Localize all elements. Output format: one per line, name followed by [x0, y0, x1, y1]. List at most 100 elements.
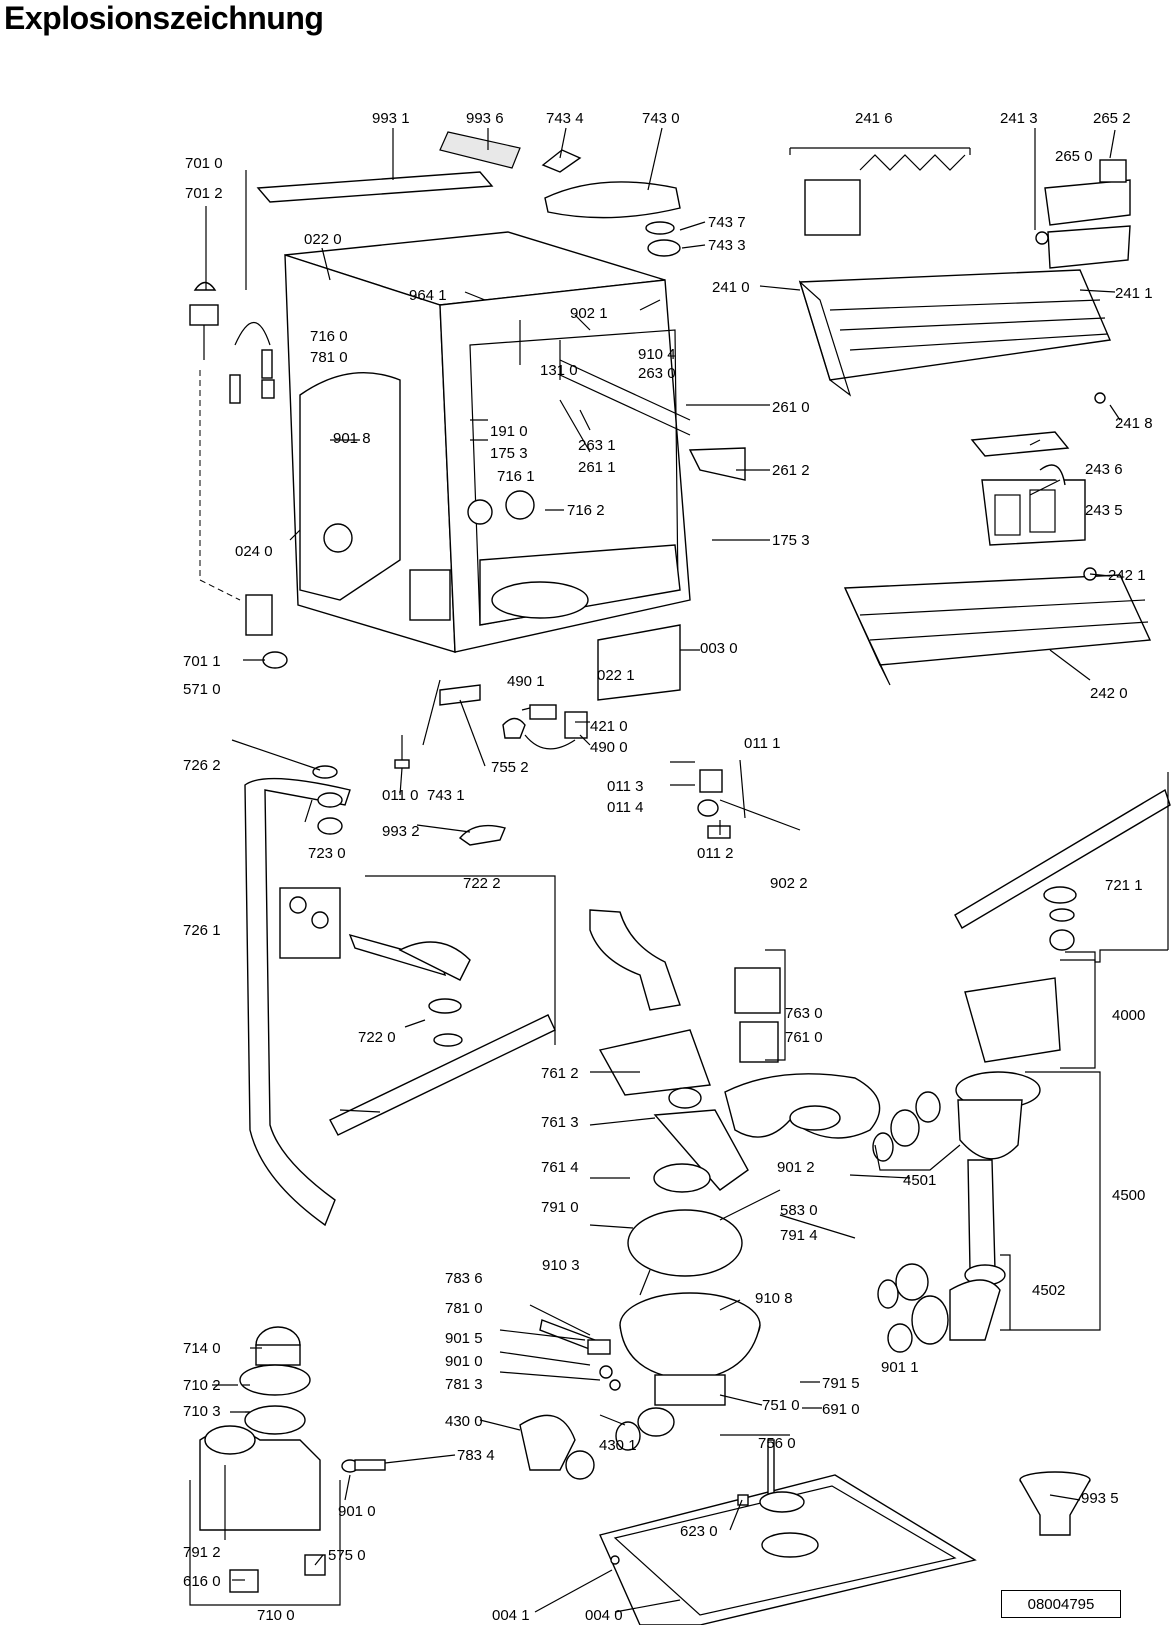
part-label: 783 6 — [445, 1270, 483, 1287]
page-title: Explosionszeichnung — [4, 0, 324, 36]
part-label: 716 0 — [310, 328, 348, 345]
part-label: 761 4 — [541, 1159, 579, 1176]
part-label: 781 0 — [445, 1300, 483, 1317]
part-label: 242 0 — [1090, 685, 1128, 702]
water-softener — [199, 1326, 386, 1593]
part-label: 004 1 — [492, 1607, 530, 1624]
part-label: 791 0 — [541, 1199, 579, 1216]
part-label: 175 3 — [772, 532, 810, 549]
part-label: 714 0 — [183, 1340, 221, 1357]
part-label: 024 0 — [235, 543, 273, 560]
part-label: 743 7 — [708, 214, 746, 231]
part-label: 175 3 — [490, 445, 528, 462]
part-label: 781 0 — [310, 349, 348, 366]
cutlery-basket — [970, 431, 1086, 546]
part-label: 716 2 — [567, 502, 605, 519]
part-label: 241 6 — [855, 110, 893, 127]
part-label: 743 1 — [427, 787, 465, 804]
part-label: 910 4 — [638, 346, 676, 363]
fasteners — [394, 704, 801, 846]
part-label: 716 1 — [497, 468, 535, 485]
lower-spray-arm — [329, 933, 556, 1136]
part-label: 901 5 — [445, 1330, 483, 1347]
part-label: 265 2 — [1093, 110, 1131, 127]
part-label: 243 6 — [1085, 461, 1123, 478]
part-label: 743 0 — [642, 110, 680, 127]
part-label: 710 0 — [257, 1607, 295, 1624]
part-label: 743 4 — [546, 110, 584, 127]
part-label: 901 1 — [881, 1359, 919, 1376]
part-label: 763 0 — [785, 1005, 823, 1022]
part-label: 263 1 — [578, 437, 616, 454]
part-label: 761 2 — [541, 1065, 579, 1082]
part-label: 004 0 — [585, 1607, 623, 1624]
part-label: 430 1 — [599, 1437, 637, 1454]
part-label: 022 0 — [304, 231, 342, 248]
part-label: 721 1 — [1105, 877, 1143, 894]
part-label: 901 0 — [445, 1353, 483, 1370]
upper-basket — [798, 154, 1131, 404]
part-label: 430 0 — [445, 1413, 483, 1430]
part-label: 616 0 — [183, 1573, 221, 1590]
part-label: 901 2 — [777, 1159, 815, 1176]
part-label: 756 0 — [758, 1435, 796, 1452]
part-label: 191 0 — [490, 423, 528, 440]
part-label: 022 1 — [597, 667, 635, 684]
part-label: 791 4 — [780, 1227, 818, 1244]
part-label: 710 3 — [183, 1403, 221, 1420]
part-label: 263 0 — [638, 365, 676, 382]
part-label: 261 2 — [772, 462, 810, 479]
part-label: 241 0 — [712, 279, 750, 296]
part-label: 011 1 — [744, 735, 780, 752]
part-label: 993 6 — [466, 110, 504, 127]
part-label: 993 1 — [372, 110, 410, 127]
part-label: 791 5 — [822, 1375, 860, 1392]
pump-motor — [872, 977, 1061, 1353]
part-label: 743 3 — [708, 237, 746, 254]
filter-assembly — [589, 909, 881, 1277]
part-label: 722 2 — [463, 875, 501, 892]
part-labels: 993 1 993 6 743 4 743 0 241 6 241 3 265 … — [183, 110, 1153, 1624]
part-label: 575 0 — [328, 1547, 366, 1564]
part-label: 490 1 — [507, 673, 545, 690]
part-label: 4501 — [903, 1172, 936, 1189]
part-label: 701 1 — [183, 653, 221, 670]
part-label: 011 0 — [382, 787, 418, 804]
part-label: 131 0 — [540, 362, 578, 379]
part-label: 583 0 — [780, 1202, 818, 1219]
part-label: 421 0 — [590, 718, 628, 735]
part-label: 241 1 — [1115, 285, 1153, 302]
part-label: 623 0 — [680, 1523, 718, 1540]
part-label: 241 3 — [1000, 110, 1038, 127]
sump-assembly — [519, 1292, 761, 1480]
part-label: 761 3 — [541, 1114, 579, 1131]
part-label: 791 2 — [183, 1544, 221, 1561]
part-label: 011 2 — [697, 845, 733, 862]
part-label: 755 2 — [491, 759, 529, 776]
group-brackets — [189, 147, 1169, 1606]
lower-basket — [843, 567, 1152, 686]
part-label: 261 1 — [578, 459, 616, 476]
part-label: 003 0 — [700, 640, 738, 657]
base-plate — [599, 1439, 977, 1625]
part-label: 901 0 — [338, 1503, 376, 1520]
part-label: 751 0 — [762, 1397, 800, 1414]
part-label: 490 0 — [590, 739, 628, 756]
part-label: 726 1 — [183, 922, 221, 939]
part-label: 910 8 — [755, 1290, 793, 1307]
top-panel-strip — [256, 131, 681, 257]
part-label: 710 2 — [183, 1377, 221, 1394]
part-label: 691 0 — [822, 1401, 860, 1418]
part-label: 726 2 — [183, 757, 221, 774]
salt-funnel — [1019, 1471, 1091, 1536]
part-label: 993 5 — [1081, 1490, 1119, 1507]
part-label: 761 0 — [785, 1029, 823, 1046]
part-label: 243 5 — [1085, 502, 1123, 519]
circulation-pipe — [244, 765, 351, 1227]
part-label: 701 2 — [185, 185, 223, 202]
part-label: 993 2 — [382, 823, 420, 840]
part-label: 964 1 — [409, 287, 447, 304]
part-label: 261 0 — [772, 399, 810, 416]
part-label: 242 1 — [1108, 567, 1146, 584]
